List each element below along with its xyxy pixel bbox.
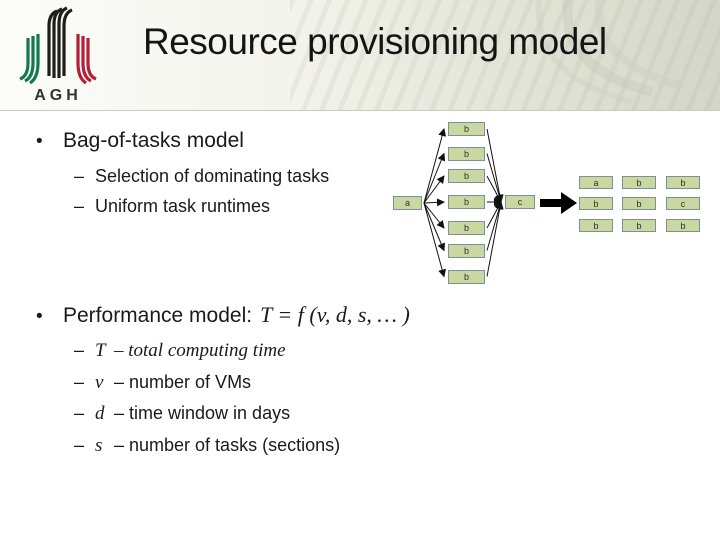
dash-marker: – (74, 166, 85, 186)
grid-box: b (666, 219, 700, 232)
transform-arrow-icon (540, 192, 577, 214)
dash-marker: – (74, 196, 85, 216)
grid-box: a (579, 176, 613, 189)
grid-box: b (622, 219, 656, 232)
param-line-T: – T – total computing time (74, 340, 286, 362)
bullet-marker: • (36, 131, 43, 152)
grid-box: c (666, 197, 700, 210)
bullet-text: Performance model: (63, 304, 253, 327)
swirl-decoration (535, 0, 684, 105)
sub-bullet-dominating-tasks: – Selection of dominating tasks (74, 166, 329, 187)
param-line-s: – s – number of tasks (sections) (74, 435, 340, 457)
param-desc: – time window in days (114, 403, 291, 423)
param-symbol: v (95, 372, 104, 393)
param-line-d: – d – time window in days (74, 403, 290, 425)
dag-task-box: b (448, 146, 485, 161)
dag-task-box: b (448, 169, 485, 183)
dash-marker: – (74, 403, 85, 423)
param-symbol: d (95, 403, 105, 424)
agh-logo-icon (19, 6, 97, 85)
dag-task-box: b (448, 122, 485, 136)
agh-logo-text: AGH (34, 87, 82, 104)
dash-marker: – (74, 340, 85, 360)
param-symbol: s (95, 435, 103, 456)
dash-marker: – (74, 435, 85, 455)
bullet-performance-model: • Performance model: T = f (v, d, s, … ) (36, 302, 410, 328)
math-expression: T = f (v, d, s, … ) (260, 302, 410, 327)
bullet-text: Bag-of-tasks model (63, 129, 244, 152)
param-line-v: – v – number of VMs (74, 372, 251, 394)
param-desc: – number of VMs (114, 372, 252, 392)
dag-task-box: b (448, 195, 485, 209)
grid-box: b (622, 197, 656, 210)
dag-arrows (423, 128, 504, 278)
bullet-bag-of-tasks: • Bag-of-tasks model (36, 129, 244, 153)
grid-box: b (579, 197, 613, 210)
param-desc: – number of tasks (sections) (114, 435, 341, 455)
sub-bullet-text: Uniform task runtimes (95, 196, 271, 216)
grid-box: b (579, 219, 613, 232)
bullet-marker: • (36, 306, 43, 327)
dag-task-box: b (448, 221, 485, 235)
sub-bullet-text: Selection of dominating tasks (95, 166, 330, 186)
dag-source-box: a (393, 196, 422, 210)
dag-task-box: b (448, 243, 485, 258)
sub-bullet-uniform-runtimes: – Uniform task runtimes (74, 196, 270, 217)
header-band: AGH Resource provisioning model (0, 0, 720, 111)
grid-box: b (666, 176, 700, 189)
dag-sink-box: c (505, 195, 535, 209)
grid-box: b (622, 176, 656, 189)
param-symbol: T (95, 340, 106, 361)
dash-marker: – (74, 372, 85, 392)
slide-title: Resource provisioning model (143, 21, 607, 62)
dag-task-box: b (448, 269, 485, 284)
stripe-decoration (290, 0, 720, 110)
agh-logo: AGH (18, 6, 98, 105)
param-desc: – total computing time (114, 340, 286, 361)
